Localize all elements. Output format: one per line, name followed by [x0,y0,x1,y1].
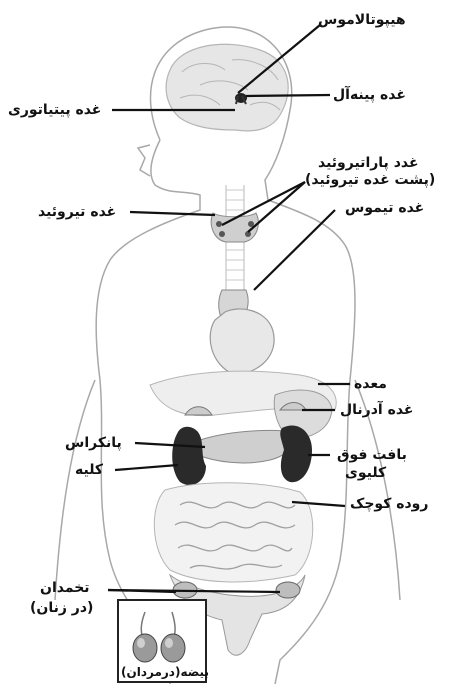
label-adrenal-tissue-line1: بافت فوق [337,447,407,464]
label-adrenal-tissue-line2: کلیوی [345,465,386,482]
label-ovary-line2: (در زنان) [30,600,93,617]
heart [210,309,274,375]
label-pineal-gland: غده پینه‌آل [333,87,406,104]
neck-organs [211,185,258,330]
label-parathyroid-line2: (پشت غده تیروئید) [305,172,435,189]
label-hypothalamus: هیپوتالاموس [318,12,406,29]
label-kidney: کلیه [75,462,103,479]
label-pituitary-gland: غده پیتیاتوری [8,102,101,119]
label-small-intestine: روده کوچک [350,496,428,513]
label-thymus-gland: غده تیموس [345,200,424,217]
label-ovary-line1: تخمدان [40,580,90,597]
label-thyroid-gland: غده تیروئید [38,204,116,221]
label-stomach: معده [354,376,387,393]
label-pancreas: پانکراس [65,435,122,452]
label-testis: بیضه(درمردان) [121,664,209,681]
label-adrenal-gland: غده آدرنال [340,402,414,419]
label-parathyroid-line1: غدد پاراتیروئید [318,155,419,172]
brain [166,44,288,131]
